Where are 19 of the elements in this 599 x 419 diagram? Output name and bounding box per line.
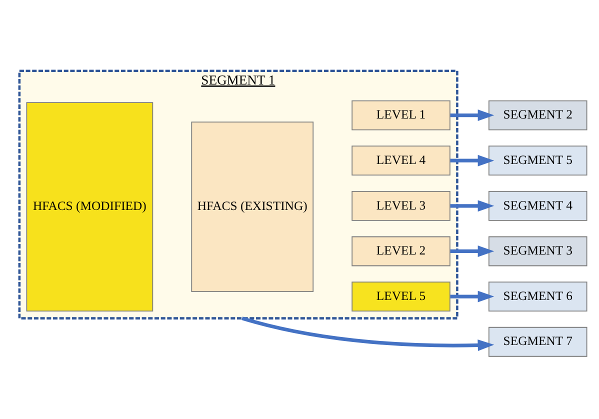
node-box: SEGMENT 4 (488, 190, 588, 220)
arrow (450, 200, 494, 212)
arrow (242, 316, 494, 350)
node-box: HFACS (MODIFIED) (26, 102, 154, 311)
arrow (450, 109, 494, 121)
node-box: SEGMENT 2 (488, 100, 588, 130)
node-box: LEVEL 2 (352, 236, 450, 266)
node-box: LEVEL 1 (352, 100, 450, 130)
arrow (450, 290, 494, 302)
node-box: LEVEL 4 (352, 145, 450, 176)
node-box: SEGMENT 6 (488, 281, 588, 311)
arrow (450, 154, 494, 166)
node-box: SEGMENT 7 (488, 326, 588, 356)
node-box: SEGMENT 3 (488, 236, 588, 266)
node-box: SEGMENT 5 (488, 145, 588, 176)
node-box: HFACS (EXISTING) (191, 121, 314, 292)
node-box: LEVEL 3 (352, 190, 450, 220)
arrow (450, 245, 494, 256)
node-box: LEVEL 5 (352, 281, 450, 311)
